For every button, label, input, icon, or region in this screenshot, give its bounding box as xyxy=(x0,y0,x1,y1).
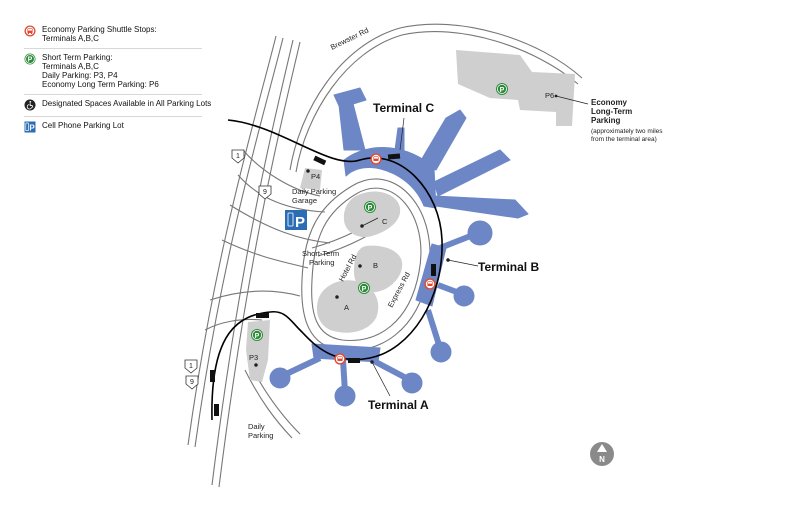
parking-p-icon: P xyxy=(496,83,508,95)
route-1-label-south: 1 xyxy=(189,363,193,370)
route-1-shield: 1 xyxy=(231,149,245,164)
daily-garage-line-1: Daily Parking xyxy=(292,187,336,196)
parking-p-icon: P xyxy=(358,282,370,294)
svg-text:P: P xyxy=(29,123,35,132)
economy-line-3: Parking xyxy=(591,116,620,125)
daily-parking-label: Daily Parking xyxy=(248,422,273,440)
route-9-label: 9 xyxy=(263,189,267,196)
short-term-line-2: Parking xyxy=(309,258,334,267)
station-markers xyxy=(210,153,436,416)
economy-line-1: Economy xyxy=(591,98,628,107)
legend-short-term-line-2: Terminals A,B,C xyxy=(42,62,99,71)
shuttle-stop-a xyxy=(334,353,346,365)
wheelchair-icon xyxy=(24,99,36,111)
daily-garage-line-2: Garage xyxy=(292,196,317,205)
parking-p-icon: P xyxy=(251,329,263,341)
lot-p3-label: P3 xyxy=(249,353,258,362)
brewster-rd-label: Brewster Rd xyxy=(329,26,370,52)
lot-a-label: A xyxy=(344,303,349,312)
short-term-line-1: Short-Term xyxy=(302,249,339,258)
legend-short-term-line-4: Economy Long Term Parking: P6 xyxy=(42,80,159,89)
lot-p6-label: P6 xyxy=(545,91,554,100)
terminal-c-building xyxy=(333,87,529,219)
lot-b-label: B xyxy=(373,261,378,270)
svg-text:P: P xyxy=(28,57,33,64)
short-term-label: Short-Term Parking xyxy=(302,249,341,267)
legend-accessible-line-1: Designated Spaces Available in All Parki… xyxy=(42,99,212,108)
lot-p6 xyxy=(456,50,575,126)
parking-p-icon: P xyxy=(364,201,376,213)
terminal-b-building xyxy=(415,220,493,363)
terminal-a-label: Terminal A xyxy=(368,398,429,412)
svg-text:P: P xyxy=(500,87,505,94)
legend-cell-phone: P Cell Phone Parking Lot xyxy=(24,117,202,138)
svg-text:P: P xyxy=(255,333,260,340)
daily-parking-line-1: Daily xyxy=(248,422,265,431)
svg-text:P: P xyxy=(362,286,367,293)
p6-leader-line xyxy=(555,95,589,105)
leader-lines xyxy=(254,117,479,397)
route-1-shield: 1 xyxy=(184,359,198,374)
brewster-road xyxy=(289,23,583,173)
daily-garage-label: Daily Parking Garage xyxy=(292,187,338,205)
route-9-shield: 9 xyxy=(258,185,272,200)
economy-note: (approximately two miles from the termin… xyxy=(591,128,664,143)
shuttle-stop-c xyxy=(370,153,382,165)
svg-text:P: P xyxy=(368,205,373,212)
legend-cell-phone-line-1: Cell Phone Parking Lot xyxy=(42,121,124,130)
legend-short-term: P Short Term Parking: Terminals A,B,C Da… xyxy=(24,49,202,95)
terminal-a-building xyxy=(269,343,423,407)
cell-phone-sign-letter: P xyxy=(295,214,305,231)
terminal-b-label: Terminal B xyxy=(478,260,539,274)
lot-p4 xyxy=(300,168,322,190)
legend-shuttle-line-2: Terminals A,B,C xyxy=(42,34,99,43)
legend-shuttle: Economy Parking Shuttle Stops: Terminals… xyxy=(24,22,202,49)
daily-parking-line-2: Parking xyxy=(248,431,273,440)
economy-label: Economy Long-Term Parking xyxy=(591,98,634,125)
highway-corridor xyxy=(187,35,331,488)
north-arrow-icon: N xyxy=(590,442,614,466)
route-9-shield: 9 xyxy=(185,375,199,390)
p6-leader-dot xyxy=(554,94,558,98)
legend-short-term-line-1: Short Term Parking: xyxy=(42,53,113,62)
route-1-label: 1 xyxy=(236,153,240,160)
economy-line-2: Long-Term xyxy=(591,107,632,116)
legend-accessible: Designated Spaces Available in All Parki… xyxy=(24,95,211,117)
cell-phone-parking-icon: P xyxy=(24,121,36,133)
lot-b xyxy=(354,245,403,293)
lot-p4-label: P4 xyxy=(311,172,320,181)
shuttle-stop-b xyxy=(424,278,436,290)
legend-short-term-line-3: Daily Parking: P3, P4 xyxy=(42,71,118,80)
terminal-c-label: Terminal C xyxy=(373,101,434,115)
shuttle-bus-icon xyxy=(24,25,36,37)
cell-phone-parking-icon: P xyxy=(285,210,307,231)
economy-note-line-2: from the terminal area) xyxy=(591,136,657,143)
lot-c-label: C xyxy=(382,217,388,226)
map-legend: Economy Parking Shuttle Stops: Terminals… xyxy=(24,22,211,138)
shuttle-route xyxy=(211,119,443,421)
lot-c xyxy=(343,191,401,238)
parking-p-icon: P xyxy=(24,53,36,65)
economy-note-line-1: (approximately two miles xyxy=(591,128,663,135)
route-9-label-south: 9 xyxy=(190,379,194,386)
north-label: N xyxy=(599,455,605,464)
legend-shuttle-line-1: Economy Parking Shuttle Stops: xyxy=(42,25,157,34)
